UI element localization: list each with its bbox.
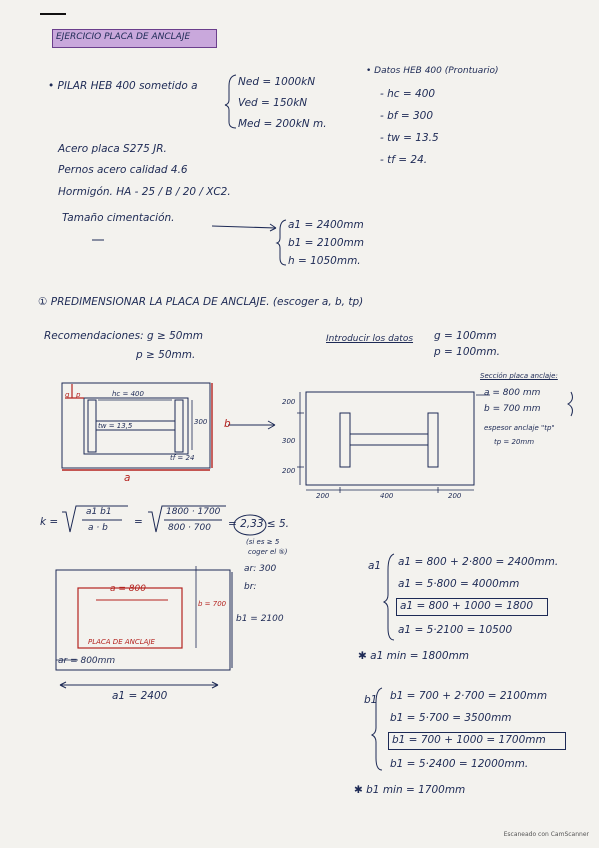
sk1-p: p bbox=[76, 391, 81, 399]
sketch2-plate bbox=[297, 391, 490, 493]
page-title: EJERCICIO PLACA DE ANCLAJE bbox=[56, 32, 191, 42]
sk3-ar: ar: 300 bbox=[244, 564, 277, 574]
sk3-a: a = 800 bbox=[110, 584, 146, 594]
a1-line-3: a1 = 800 + 1000 = 1800 bbox=[400, 600, 534, 612]
b1-line-2: b1 = 5·700 = 3500mm bbox=[390, 712, 512, 724]
sk1-tf: tf = 24 bbox=[170, 454, 195, 462]
section1-heading: ① PREDIMENSIONAR LA PLACA DE ANCLAJE. (e… bbox=[38, 296, 364, 308]
sk2-bottom-400: 400 bbox=[380, 492, 394, 500]
sk3-b1: b1 = 2100 bbox=[236, 614, 284, 624]
sketch1-plate bbox=[61, 382, 213, 471]
material-acero: Acero placa S275 JR. bbox=[58, 143, 167, 155]
sk1-tw: tw = 13,5 bbox=[98, 422, 133, 430]
sk3-b: b = 700 bbox=[198, 600, 227, 608]
intro-g: g = 100mm bbox=[434, 330, 497, 342]
sk3-ar-label: ar = 800mm bbox=[58, 656, 116, 666]
material-pernos: Pernos acero calidad 4.6 bbox=[58, 164, 188, 176]
datos-tw: - tw = 13.5 bbox=[380, 132, 439, 144]
seccion-tp: tp = 20mm bbox=[494, 438, 535, 446]
b1-label: b1 bbox=[364, 694, 378, 706]
k-note1: (si es ≥ 5 bbox=[246, 538, 280, 546]
load-ved: Ved = 150kN bbox=[238, 97, 308, 109]
datos-label: • Datos HEB 400 (Prontuario) bbox=[366, 66, 499, 76]
scanner-footer: Escaneado con CamScanner bbox=[503, 831, 589, 838]
material-hormigon: Hormigón. HA - 25 / B / 20 / XC2. bbox=[58, 186, 231, 198]
recomendaciones-p: p ≥ 50mm. bbox=[136, 349, 196, 361]
k-eq: = bbox=[134, 516, 143, 528]
a1-line-1: a1 = 800 + 2·800 = 2400mm. bbox=[398, 556, 559, 568]
sk2-left-200b: 200 bbox=[282, 467, 296, 475]
introducir-datos: Introducir los datos bbox=[326, 334, 414, 344]
sk3-br: br: bbox=[244, 582, 257, 592]
b1-line-4: b1 = 5·2400 = 12000mm. bbox=[390, 758, 529, 770]
cimentacion-brace bbox=[275, 219, 287, 266]
load-ned: Ned = 1000kN bbox=[238, 76, 316, 88]
cim-a1: a1 = 2400mm bbox=[288, 219, 364, 231]
seccion-label: Sección placa anclaje: bbox=[480, 372, 558, 380]
k-frac2-den: 800 · 700 bbox=[168, 523, 211, 533]
seccion-a: a = 800 mm bbox=[484, 388, 541, 398]
sketch3-cimentacion bbox=[55, 566, 233, 689]
pilar-label: • PILAR HEB 400 sometido a bbox=[48, 80, 198, 92]
recomendaciones: Recomendaciones: g ≥ 50mm bbox=[44, 330, 203, 342]
b1-line-3: b1 = 700 + 1000 = 1700mm bbox=[392, 734, 546, 746]
sk1-b: b bbox=[224, 418, 231, 430]
cim-h: h = 1050mm. bbox=[288, 255, 361, 267]
a1-line-2: a1 = 5·800 = 4000mm bbox=[398, 578, 520, 590]
k-note2: coger el ⑤) bbox=[248, 548, 288, 556]
seccion-espesor: espesor anclaje "tp" bbox=[484, 424, 555, 432]
k-frac1-num: a1 b1 bbox=[86, 507, 112, 517]
a1-min: ✱ a1 min = 1800mm bbox=[358, 650, 470, 662]
k-lhs: k = bbox=[40, 516, 59, 528]
cimentacion-label: Tamaño cimentación. bbox=[62, 212, 175, 224]
sk3-a1: a1 = 2400 bbox=[112, 690, 168, 702]
sk1-a: a bbox=[124, 472, 131, 484]
k-frac2-num: 1800 · 1700 bbox=[166, 507, 221, 517]
a1-highlight-box bbox=[396, 598, 548, 616]
sk1-hc: hc = 400 bbox=[112, 390, 144, 398]
pilar-brace bbox=[224, 74, 237, 129]
title-highlight bbox=[52, 29, 217, 48]
sqrt-1 bbox=[62, 505, 128, 533]
k-frac1-den: a · b bbox=[88, 523, 108, 533]
sk2-left-200a: 200 bbox=[282, 398, 296, 406]
a1-line-4: a1 = 5·2100 = 10500 bbox=[398, 624, 513, 636]
sk2-bottom-200b: 200 bbox=[448, 492, 462, 500]
b1-min: ✱ b1 min = 1700mm bbox=[354, 784, 466, 796]
sk3-placa: PLACA DE ANCLAJE bbox=[88, 638, 155, 646]
sqrt-2 bbox=[148, 505, 226, 533]
seccion-b: b = 700 mm bbox=[484, 404, 541, 414]
sk2-bottom-200a: 200 bbox=[316, 492, 330, 500]
sk1-g: g bbox=[65, 391, 70, 399]
datos-tf: - tf = 24. bbox=[380, 154, 428, 166]
b1-line-1: b1 = 700 + 2·700 = 2100mm bbox=[390, 690, 548, 702]
a1-label: a1 bbox=[368, 560, 382, 572]
b1-highlight-box bbox=[388, 732, 566, 750]
sk2-left-300: 300 bbox=[282, 437, 296, 445]
sk1-300: 300 bbox=[194, 418, 208, 426]
cimentacion-arrow bbox=[211, 225, 277, 229]
datos-bf: - bf = 300 bbox=[380, 110, 434, 122]
datos-hc: - hc = 400 bbox=[380, 88, 436, 100]
intro-p: p = 100mm. bbox=[434, 346, 500, 358]
cim-b1: b1 = 2100mm bbox=[288, 237, 364, 249]
k-result: = 2,33 ≤ 5. bbox=[228, 518, 290, 530]
load-med: Med = 200kN m. bbox=[238, 118, 327, 130]
